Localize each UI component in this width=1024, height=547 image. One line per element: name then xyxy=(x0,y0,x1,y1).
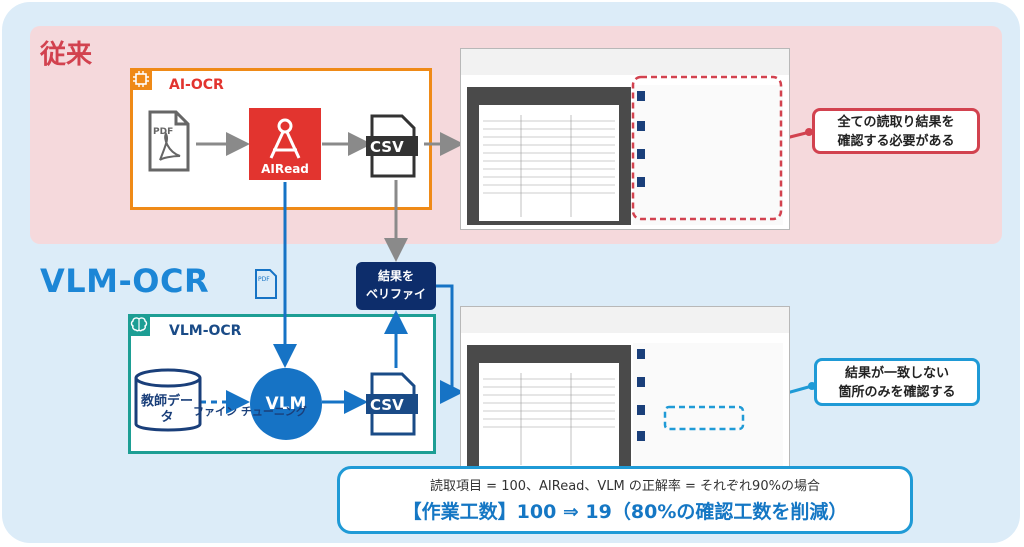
old-section-title: 従来 xyxy=(40,40,93,70)
vlm-ocr-label: VLM-OCR xyxy=(169,323,242,339)
screenshot-old xyxy=(460,48,790,230)
csv-file-icon-vlm: CSV xyxy=(366,372,418,436)
chip-icon xyxy=(130,68,152,90)
svg-text:PDF: PDF xyxy=(153,127,173,137)
screenshot-vlm-content xyxy=(461,307,789,467)
verify-line2: ベリファイ xyxy=(365,287,426,301)
airead-label: AIRead xyxy=(261,162,309,176)
pdf-file-icon-small: PDF xyxy=(255,269,277,299)
arrow-verify-to-screenshot xyxy=(436,284,464,404)
callout-vlm: 結果が一致しない 箇所のみを確認する xyxy=(814,358,980,406)
vlm-node: VLM xyxy=(250,368,322,440)
ai-ocr-label: AI-OCR xyxy=(169,77,224,93)
csv-file-icon: CSV xyxy=(366,114,418,178)
result-headline: 【作業工数】100 ⇒ 19（80%の確認工数を削減） xyxy=(402,501,848,523)
airead-logo-icon: AIRead xyxy=(249,108,321,180)
pdf-file-icon: PDF xyxy=(148,110,190,172)
brain-icon xyxy=(128,314,150,336)
teacher-data-label: 教師データ xyxy=(140,394,193,425)
finetune-label: ファイン チューニング xyxy=(193,405,307,418)
screenshot-vlm xyxy=(460,306,790,468)
result-condition: 読取項目 = 100、AIRead、VLM の正解率 = それぞれ90%の場合 xyxy=(430,479,820,494)
vlm-section-title: VLM-OCR xyxy=(40,262,210,300)
svg-text:PDF: PDF xyxy=(258,276,270,283)
result-box: 読取項目 = 100、AIRead、VLM の正解率 = それぞれ90%の場合 … xyxy=(337,466,913,534)
verify-line1: 結果を xyxy=(377,269,414,283)
verify-box: 結果を ベリファイ xyxy=(356,262,436,310)
database-icon xyxy=(134,368,202,432)
svg-text:CSV: CSV xyxy=(370,396,404,414)
svg-text:CSV: CSV xyxy=(370,138,404,156)
screenshot-old-content xyxy=(461,49,789,225)
callout-old: 全ての読取り結果を 確認する必要がある xyxy=(812,108,980,154)
